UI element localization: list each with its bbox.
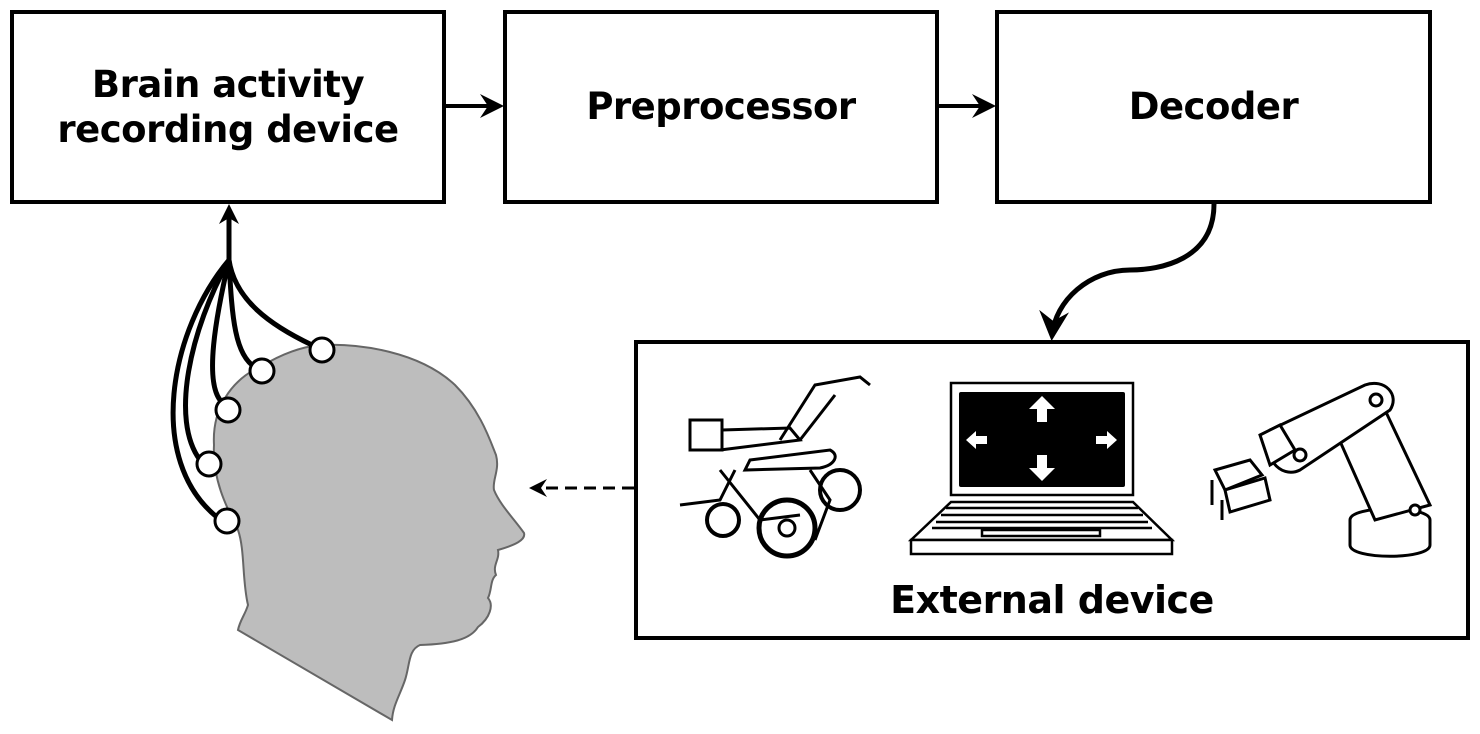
preprocessor-block: Preprocessor bbox=[503, 10, 939, 204]
wire-1 bbox=[226, 259, 314, 348]
electrode bbox=[248, 357, 276, 385]
wire-arrowhead bbox=[219, 204, 239, 224]
decoder-label: Decoder bbox=[1128, 85, 1299, 129]
arrow-left-icon bbox=[966, 431, 987, 449]
external-device-label: External device bbox=[890, 578, 1214, 622]
recording-label-line2: recording device bbox=[57, 108, 399, 151]
electrode bbox=[308, 336, 336, 364]
decoder-block: Decoder bbox=[995, 10, 1432, 204]
wire-5 bbox=[170, 258, 231, 520]
electrode-wires bbox=[170, 212, 314, 520]
laptop-icon bbox=[907, 381, 1176, 556]
electrode bbox=[214, 396, 242, 424]
head-silhouette bbox=[212, 343, 526, 722]
laptop-base bbox=[909, 538, 1174, 556]
electrode bbox=[195, 450, 223, 478]
wheelchair-icon bbox=[679, 375, 871, 559]
arrow-right-icon bbox=[1096, 431, 1117, 449]
wire-4 bbox=[183, 258, 232, 462]
electrode bbox=[213, 507, 241, 535]
laptop-screen bbox=[959, 392, 1125, 487]
electrodes bbox=[195, 336, 336, 535]
arrow-down-icon bbox=[1029, 455, 1055, 481]
arrow-decoder-to-external-device bbox=[1039, 203, 1217, 341]
wire-2 bbox=[226, 259, 258, 371]
wire-3 bbox=[210, 259, 232, 402]
robotic-arm-icon bbox=[1210, 381, 1433, 558]
recording-label-line1: Brain activity bbox=[91, 62, 365, 106]
preprocessor-label: Preprocessor bbox=[586, 85, 856, 129]
arrow-up-icon bbox=[1029, 396, 1055, 422]
